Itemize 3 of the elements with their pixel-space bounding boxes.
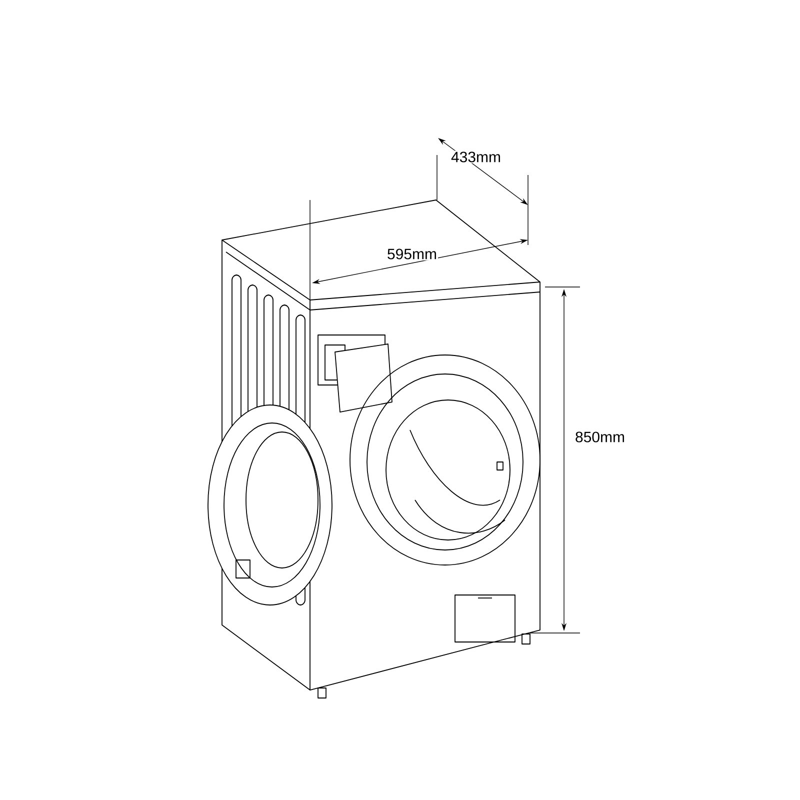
dimension-label: 595mm: [386, 248, 438, 260]
dimension-label: 433mm: [450, 150, 502, 164]
dimension-label: 850mm: [574, 430, 626, 444]
